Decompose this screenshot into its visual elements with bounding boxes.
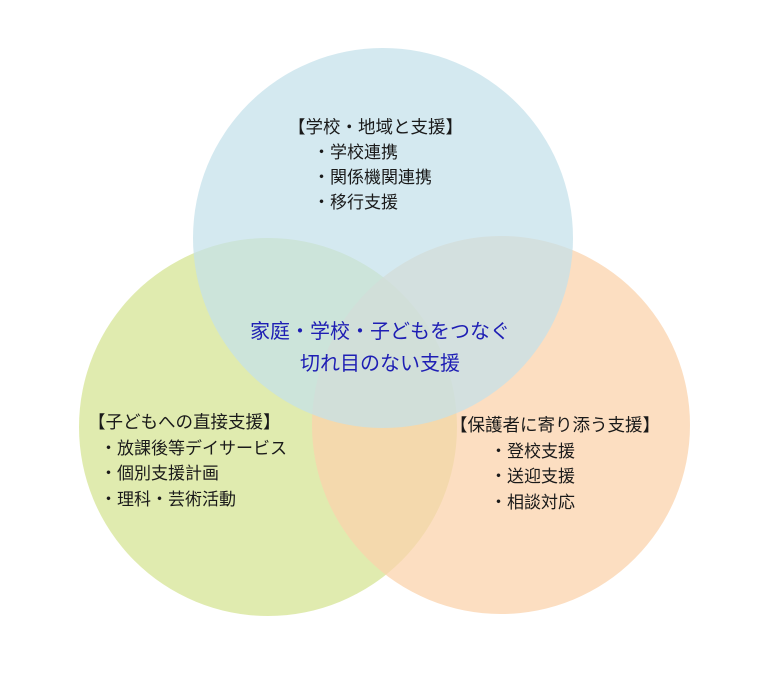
left-item: ・個別支援計画 [100, 464, 219, 484]
top-item: ・移行支援 [313, 193, 398, 213]
right-title: 【保護者に寄り添う支援】 [450, 416, 660, 436]
right-item: ・登校支援 [490, 442, 575, 462]
center-text-line2: 切れ目のない支援 [300, 351, 460, 375]
right-item: ・送迎支援 [490, 467, 575, 487]
top-title: 【学校・地域と支援】 [288, 118, 463, 138]
left-title: 【子どもへの直接支援】 [88, 413, 281, 433]
circle-school-community [193, 48, 573, 428]
top-item: ・学校連携 [313, 143, 398, 163]
left-item: ・理科・芸術活動 [100, 490, 236, 510]
top-item: ・関係機関連携 [313, 168, 432, 188]
left-item: ・放課後等デイサービス [100, 439, 287, 459]
right-item: ・相談対応 [490, 493, 575, 513]
center-text-line1: 家庭・学校・子どもをつなぐ [250, 319, 510, 343]
